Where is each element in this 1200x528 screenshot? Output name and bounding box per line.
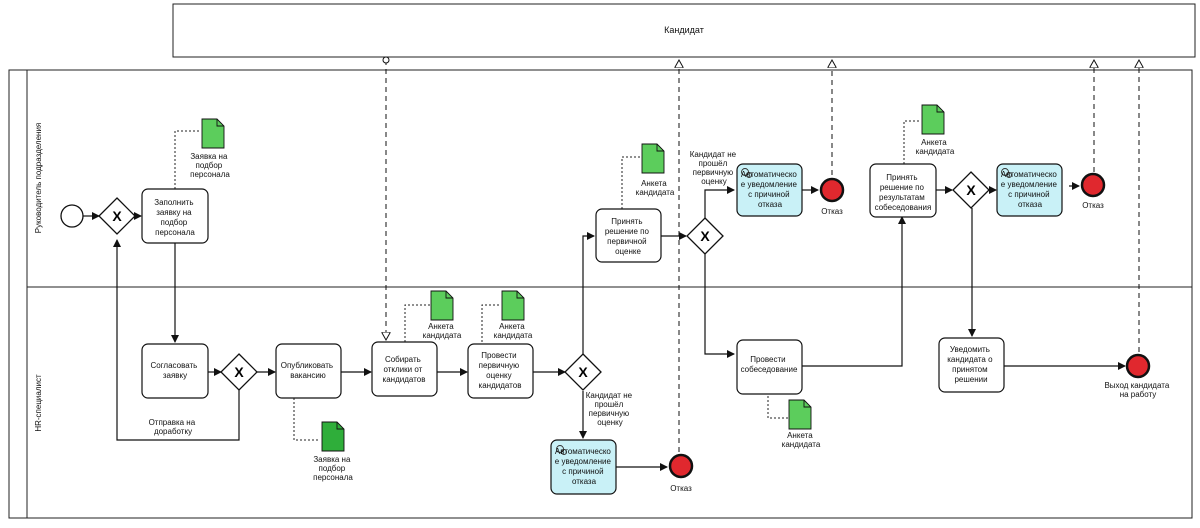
task-auto-reject-notice: Автоматическо е уведомление с причиной о… bbox=[550, 439, 617, 495]
gears-icon bbox=[1001, 168, 1012, 178]
task-conduct-interview: Провести собеседование bbox=[736, 339, 803, 395]
data-object-candidate-form: Анкета кандидата bbox=[494, 290, 533, 340]
task-label: Автоматическо е уведомление с причиной о… bbox=[555, 447, 613, 486]
svg-text:Отказ: Отказ bbox=[1082, 201, 1104, 210]
svg-text:Анкета кандидата: Анкета кандидата bbox=[423, 322, 462, 340]
flow-label-rework: Отправка на доработку bbox=[149, 418, 198, 436]
data-object-candidate-form: Анкета кандидата bbox=[423, 290, 462, 340]
svg-text:Отказ: Отказ bbox=[821, 207, 843, 216]
data-object-candidate-form: Анкета кандидата bbox=[916, 104, 955, 156]
end-event-reject: Отказ bbox=[668, 453, 694, 493]
sequence-flows bbox=[83, 182, 1126, 471]
task-decide-interview: Принять решение по результатам собеседов… bbox=[869, 163, 937, 218]
end-event-reject: Отказ bbox=[1080, 172, 1106, 210]
svg-text:X: X bbox=[234, 364, 244, 380]
end-event-reject: Отказ bbox=[819, 177, 845, 216]
task-label: Заполнить заявку на подбор персонала bbox=[154, 198, 196, 237]
exclusive-gateway: X bbox=[564, 353, 602, 391]
svg-text:X: X bbox=[578, 364, 588, 380]
start-event bbox=[60, 204, 84, 228]
task-label: Согласовать заявку bbox=[150, 361, 199, 380]
task-label: Принять решение по первичной оценке bbox=[605, 217, 651, 256]
data-object-candidate-form: Анкета кандидата bbox=[782, 399, 821, 449]
task-notify-candidate: Уведомить кандидата о принятом решении bbox=[938, 337, 1005, 393]
svg-text:Отказ: Отказ bbox=[670, 484, 692, 493]
task-label: Автоматическо е уведомление с причиной о… bbox=[741, 170, 799, 209]
svg-text:Анкета кандидата: Анкета кандидата bbox=[782, 431, 821, 449]
svg-text:Анкета кандидата: Анкета кандидата bbox=[916, 138, 955, 156]
task-label: Провести собеседование bbox=[741, 355, 798, 374]
candidate-pool bbox=[172, 3, 1196, 58]
end-event-hired: Выход кандидата на работу bbox=[1104, 353, 1171, 399]
task-approve-request: Согласовать заявку bbox=[141, 343, 209, 399]
data-object-request: Заявка на подбор персонала bbox=[190, 118, 230, 179]
svg-text:X: X bbox=[700, 228, 710, 244]
exclusive-gateway: X bbox=[686, 217, 724, 255]
svg-text:X: X bbox=[112, 208, 122, 224]
gears-icon bbox=[741, 168, 752, 178]
flow-label-reject-primary: Кандидат не прошёл первичную оценку bbox=[586, 391, 635, 427]
gears-icon bbox=[556, 445, 567, 455]
svg-text:Анкета кандидата: Анкета кандидата bbox=[494, 322, 533, 340]
task-fill-request: Заполнить заявку на подбор персонала bbox=[141, 188, 209, 244]
data-object-candidate-form: Анкета кандидата bbox=[636, 143, 675, 197]
svg-text:X: X bbox=[966, 182, 976, 198]
task-publish-vacancy: Опубликовать вакансию bbox=[275, 343, 342, 399]
task-auto-reject-notice: Автоматическо е уведомление с причиной о… bbox=[736, 163, 803, 217]
lane-label-hr: HR-специалист bbox=[34, 374, 43, 432]
candidate-pool-title: Кандидат bbox=[664, 25, 704, 35]
task-label: Собирать отклики от кандидатов bbox=[383, 355, 426, 384]
svg-text:Выход кандидата на работ: Выход кандидата на работу bbox=[1104, 381, 1171, 399]
exclusive-gateway: X bbox=[98, 197, 136, 235]
svg-text:Заявка на подбор п: Заявка на подбор персонала bbox=[313, 455, 353, 482]
task-label: Уведомить кандидата о принятом решении bbox=[947, 345, 995, 384]
task-label: Принять решение по результатам собеседов… bbox=[875, 173, 932, 212]
message-flows bbox=[386, 60, 1139, 452]
svg-text:Анкета кандидата: Анкета кандидата bbox=[636, 179, 675, 197]
task-label: Провести первичную оценку кандидатов bbox=[479, 351, 522, 390]
flow-label-reject-primary: Кандидат не прошёл первичную оценку bbox=[690, 150, 739, 186]
data-object-request: Заявка на подбор персонала bbox=[313, 421, 353, 482]
exclusive-gateway: X bbox=[952, 171, 990, 209]
task-label: Автоматическо е уведомление с причиной о… bbox=[1001, 170, 1059, 209]
task-label: Опубликовать вакансию bbox=[281, 361, 336, 380]
task-decide-primary: Принять решение по первичной оценке bbox=[595, 208, 662, 263]
svg-text:Заявка на подбор п: Заявка на подбор персонала bbox=[190, 152, 230, 179]
lane-label-manager: Руководитель подразделения bbox=[34, 123, 43, 234]
exclusive-gateway: X bbox=[220, 353, 258, 391]
task-auto-reject-notice: Автоматическо е уведомление с причиной о… bbox=[996, 163, 1063, 217]
task-primary-evaluation: Провести первичную оценку кандидатов bbox=[467, 343, 534, 399]
task-collect-responses: Собирать отклики от кандидатов bbox=[371, 341, 438, 397]
